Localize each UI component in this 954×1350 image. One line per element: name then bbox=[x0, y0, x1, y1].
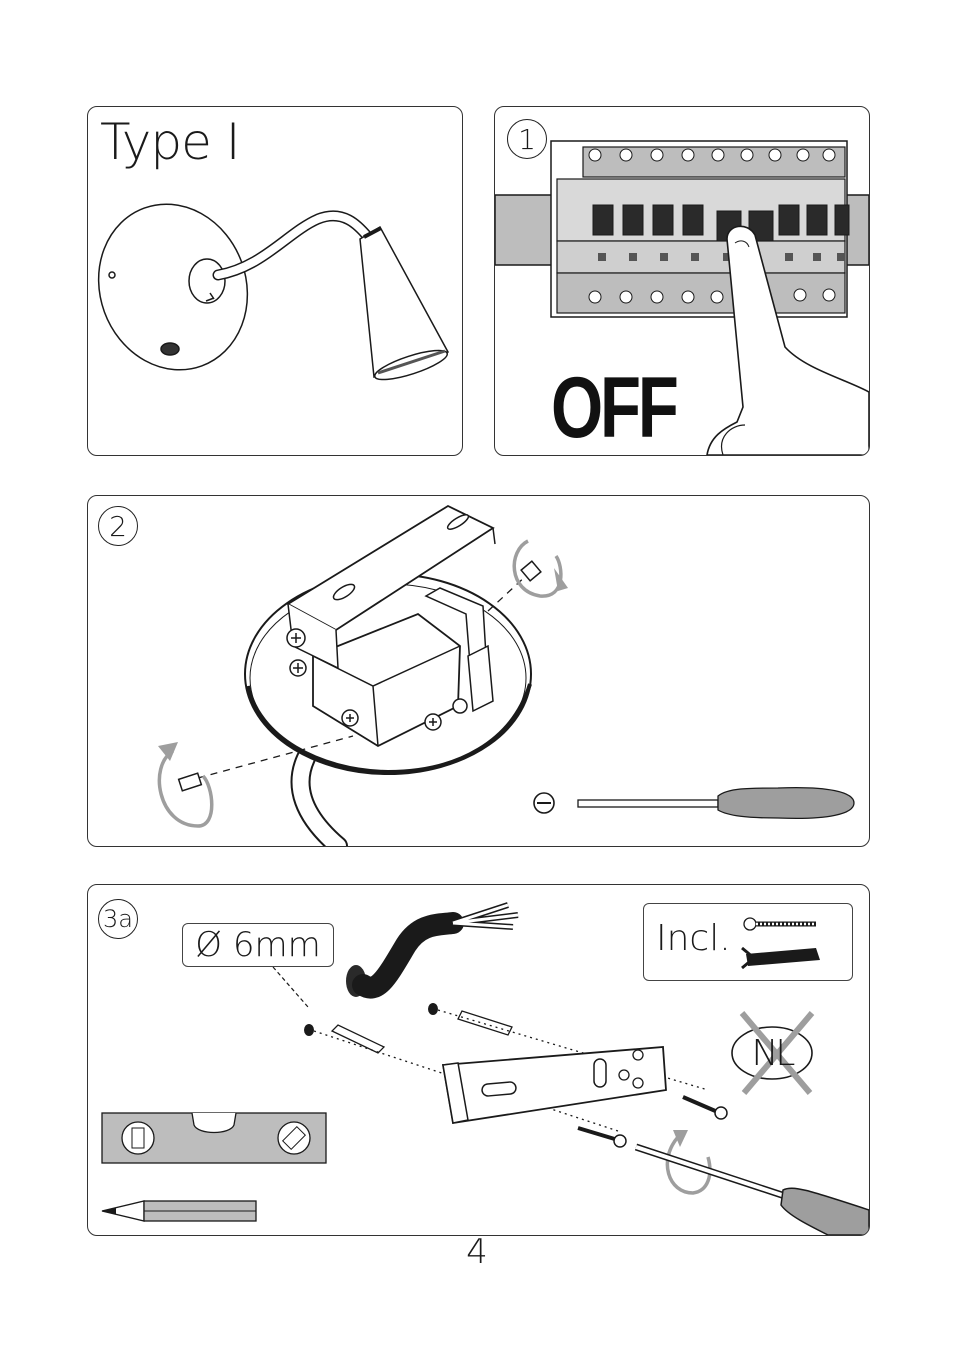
panel-step-2: 2 bbox=[87, 495, 870, 847]
wall-plug-icon bbox=[742, 948, 820, 968]
forbidden-region-label: NL bbox=[744, 1033, 800, 1074]
step-number-3a: 3a bbox=[98, 899, 138, 939]
included-parts-box: Incl. bbox=[643, 903, 853, 981]
flat-screwdriver-icon bbox=[534, 788, 854, 819]
page-number: 4 bbox=[0, 1232, 954, 1272]
panel-step-1: 1 OFF bbox=[494, 106, 870, 456]
panel-step-3a: 3a Ø 6mm Incl. NL bbox=[87, 884, 870, 1236]
panel-type-i: Type I bbox=[87, 106, 463, 456]
wood-screw-icon bbox=[744, 918, 816, 930]
step-number-2: 2 bbox=[98, 506, 138, 546]
step-number-1: 1 bbox=[507, 119, 547, 159]
power-off-label: OFF bbox=[551, 359, 676, 456]
spirit-level-icon bbox=[102, 1113, 326, 1163]
wall-lamp-illustration bbox=[88, 107, 462, 455]
pencil-icon bbox=[102, 1201, 256, 1221]
drill-size-label: Ø 6mm bbox=[182, 923, 334, 967]
cover-removal-illustration bbox=[88, 496, 869, 846]
